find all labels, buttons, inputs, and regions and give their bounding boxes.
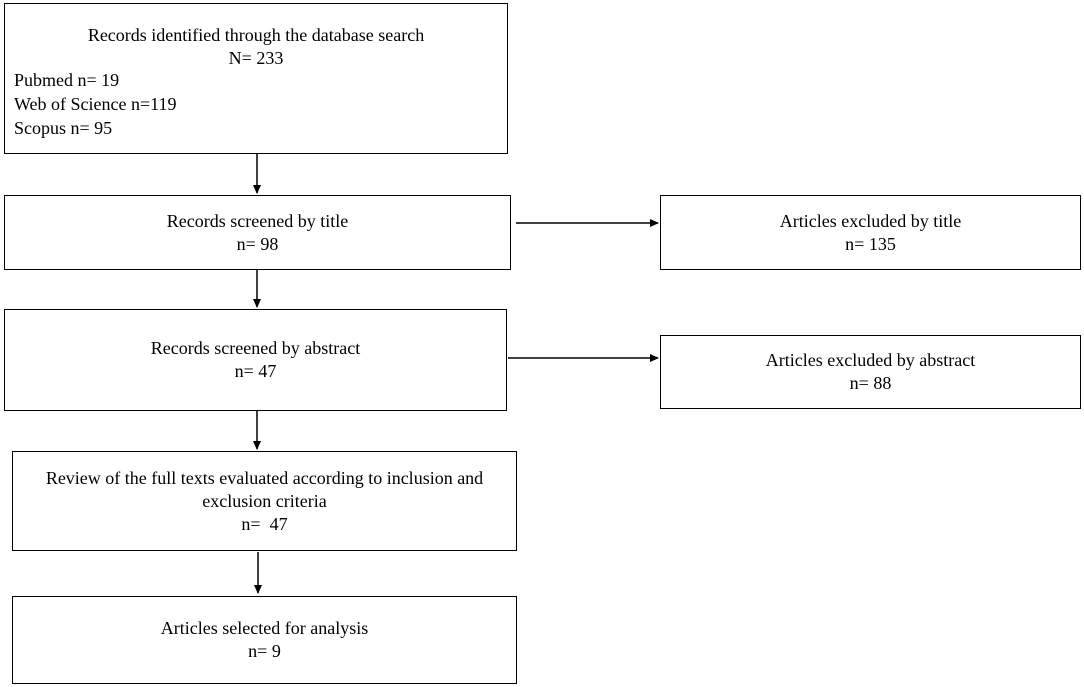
excluded-abstract-count: n= 88 [849,373,892,393]
excluded-abstract-label: Articles excluded by abstract [765,350,976,370]
excluded-title-label: Articles excluded by title [779,210,962,231]
screened-title-box: Records screened by title n= 98 [4,195,511,270]
selected-articles-count: n= 9 [248,641,281,661]
source-scopus: Scopus n= 95 [14,118,113,138]
database-source-list: Pubmed n= 19 Web of Science n=119 Scopus… [14,68,176,140]
selected-articles-label: Articles selected for analysis [160,618,369,638]
full-text-review-count: n= 47 [241,513,288,534]
full-text-review-label-line2: exclusion criteria [202,490,327,511]
source-web-of-science: Web of Science n=119 [14,94,177,114]
excluded-abstract-box: Articles excluded by abstract n= 88 [660,335,1081,409]
full-text-review-label-line1: Review of the full texts evaluated accor… [45,467,484,488]
screened-title-label: Records screened by title [166,210,349,231]
records-identified-title: Records identified through the database … [87,25,425,45]
screened-abstract-label: Records screened by abstract [150,338,361,358]
records-identified-box: Records identified through the database … [4,3,508,154]
screened-abstract-count: n= 47 [234,361,277,381]
records-identified-count: N= 233 [228,48,284,68]
screened-abstract-box: Records screened by abstract n= 47 [4,309,507,411]
full-text-review-box: Review of the full texts evaluated accor… [12,451,517,551]
selected-articles-box: Articles selected for analysis n= 9 [12,596,517,684]
excluded-title-count: n= 135 [845,233,896,254]
excluded-title-box: Articles excluded by title n= 135 [660,195,1081,270]
screened-title-count: n= 98 [236,233,279,254]
source-pubmed: Pubmed n= 19 [14,70,120,90]
